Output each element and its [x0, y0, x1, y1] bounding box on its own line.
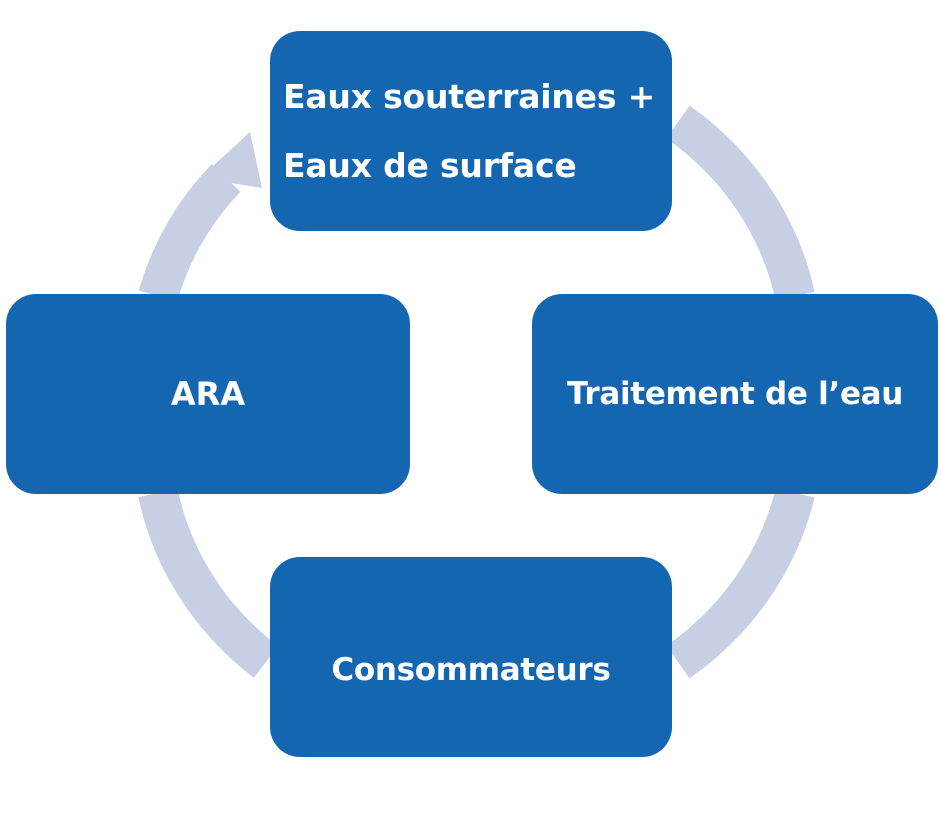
node-right-label: Traitement de l’eau	[566, 376, 904, 412]
cycle-arrow-right-bottom	[666, 488, 815, 679]
node-consumers: Consommateurs	[270, 557, 672, 757]
node-left-label: ARA	[170, 375, 246, 413]
cycle-arrow-bottom-left	[138, 488, 279, 678]
node-bottom-label: Consommateurs	[331, 651, 611, 688]
cycle-arrow-top-right	[666, 105, 815, 301]
node-water-treatment: Traitement de l’eau	[532, 294, 938, 494]
node-groundwater-surface-water: Eaux souterraines + Eaux de surface	[270, 31, 672, 231]
node-top-line1: Eaux souterraines +	[283, 77, 656, 116]
cycle-arrow-left-top	[138, 164, 241, 302]
node-ara: ARA	[6, 294, 410, 494]
arrowhead-icon	[200, 132, 262, 188]
node-top-line2: Eaux de surface	[283, 146, 577, 185]
